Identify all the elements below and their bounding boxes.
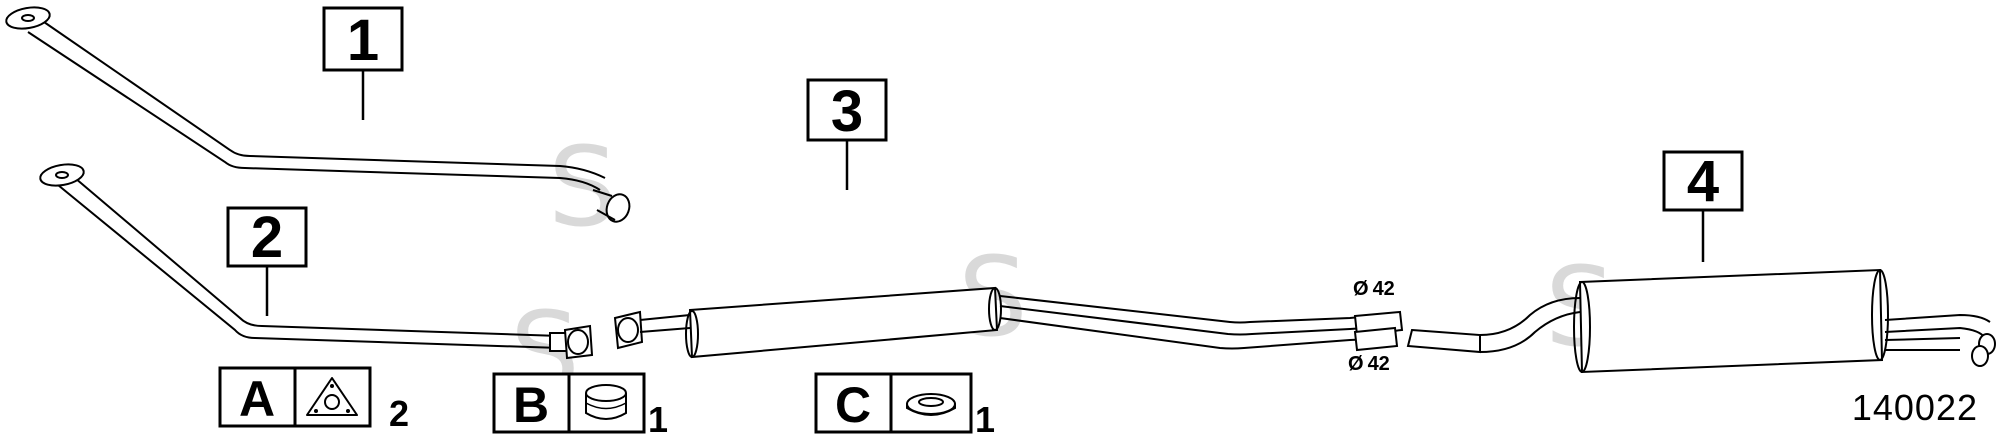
svg-text:C: C: [835, 377, 871, 433]
kit-b: B 1: [492, 372, 668, 439]
callout-4: 4: [1662, 149, 1744, 262]
front-pipe-1: [5, 6, 631, 223]
svg-text:1: 1: [648, 399, 668, 439]
rear-silencer-4: [1406, 268, 1996, 374]
svg-text:2: 2: [389, 393, 409, 434]
sealing-ring-icon: [906, 393, 956, 416]
svg-text:Ø42: Ø42: [1353, 278, 1395, 300]
callout-1: 1: [322, 6, 404, 120]
svg-text:B: B: [513, 377, 549, 433]
svg-text:1: 1: [975, 399, 995, 439]
svg-text:3: 3: [831, 79, 863, 144]
svg-text:1: 1: [347, 8, 379, 73]
pipe-flange: [563, 310, 644, 360]
diagram-reference-number: 140022: [1852, 387, 1978, 428]
svg-text:4: 4: [1687, 149, 1719, 214]
kit-a: A 2: [218, 366, 409, 434]
svg-text:A: A: [239, 371, 275, 427]
callout-3: 3: [806, 78, 888, 190]
svg-text:2: 2: [251, 205, 283, 270]
triangular-gasket-icon: [306, 377, 358, 416]
watermark-1: S: [548, 123, 618, 251]
middle-silencer-3: [639, 286, 1404, 359]
svg-text:Ø42: Ø42: [1348, 353, 1390, 375]
clamp-ring-icon: [585, 384, 627, 420]
callout-2: 2: [226, 205, 308, 316]
kit-c: C 1: [814, 372, 995, 439]
